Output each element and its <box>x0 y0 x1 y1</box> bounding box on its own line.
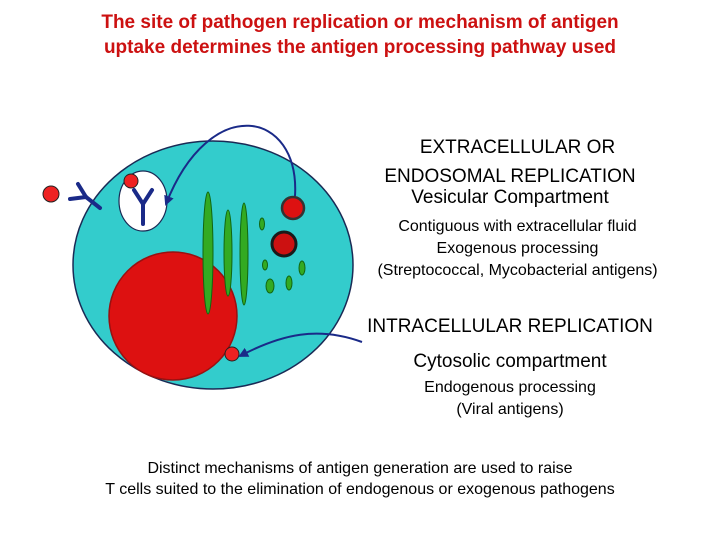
extracellular-detail-1: Contiguous with extracellular fluid <box>398 218 637 235</box>
nucleus <box>108 251 238 381</box>
intracellular-detail-1: Endogenous processing <box>424 379 596 396</box>
extracellular-pathogen-icon <box>42 185 60 203</box>
title-line-1: The site of pathogen replication or mech… <box>101 12 619 33</box>
external-antibody-icon <box>68 182 102 210</box>
endosome-pathogen-icon <box>280 195 306 221</box>
title-line-2: uptake determines the antigen processing… <box>103 37 617 58</box>
cytosolic-pathway-arrow <box>238 332 363 357</box>
intracellular-detail-2: (Viral antigens) <box>456 401 564 418</box>
pathogen-in-pocket-icon <box>123 173 139 189</box>
page-title: The site of pathogen replication or mech… <box>0 10 720 60</box>
vesicular-compartment-label: Vesicular Compartment <box>411 187 609 208</box>
extracellular-detail-3: (Streptococcal, Mycobacterial antigens) <box>377 262 658 279</box>
cytosolic-pathogen-icon <box>224 346 240 362</box>
extracellular-heading-1: EXTRACELLULAR OR <box>419 137 616 158</box>
extracellular-detail-2: Exogenous processing <box>436 240 599 257</box>
vesicular-pathway-arrow <box>164 124 297 206</box>
footer-line-2: T cells suited to the elimination of end… <box>105 481 615 498</box>
footer-line-1: Distinct mechanisms of antigen generatio… <box>147 460 573 477</box>
summary-footer: Distinct mechanisms of antigen generatio… <box>0 458 720 500</box>
intracellular-heading: INTRACELLULAR REPLICATION <box>367 316 653 337</box>
endosome-compartment <box>270 230 298 258</box>
extracellular-heading-2: ENDOSOMAL REPLICATION <box>384 166 636 187</box>
golgi-stacks <box>202 191 306 315</box>
cytosolic-compartment-label: Cytosolic compartment <box>413 351 607 372</box>
antibody-icon <box>132 188 154 226</box>
